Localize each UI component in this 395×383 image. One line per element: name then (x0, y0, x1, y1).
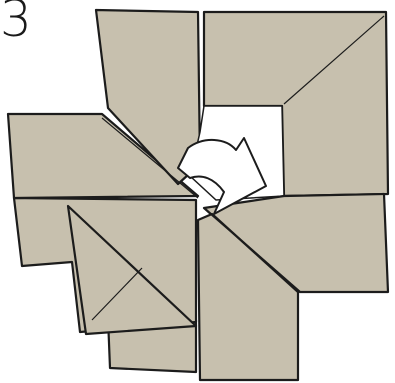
origami-figure (0, 0, 395, 383)
origami-step-diagram: 3 (0, 0, 395, 383)
